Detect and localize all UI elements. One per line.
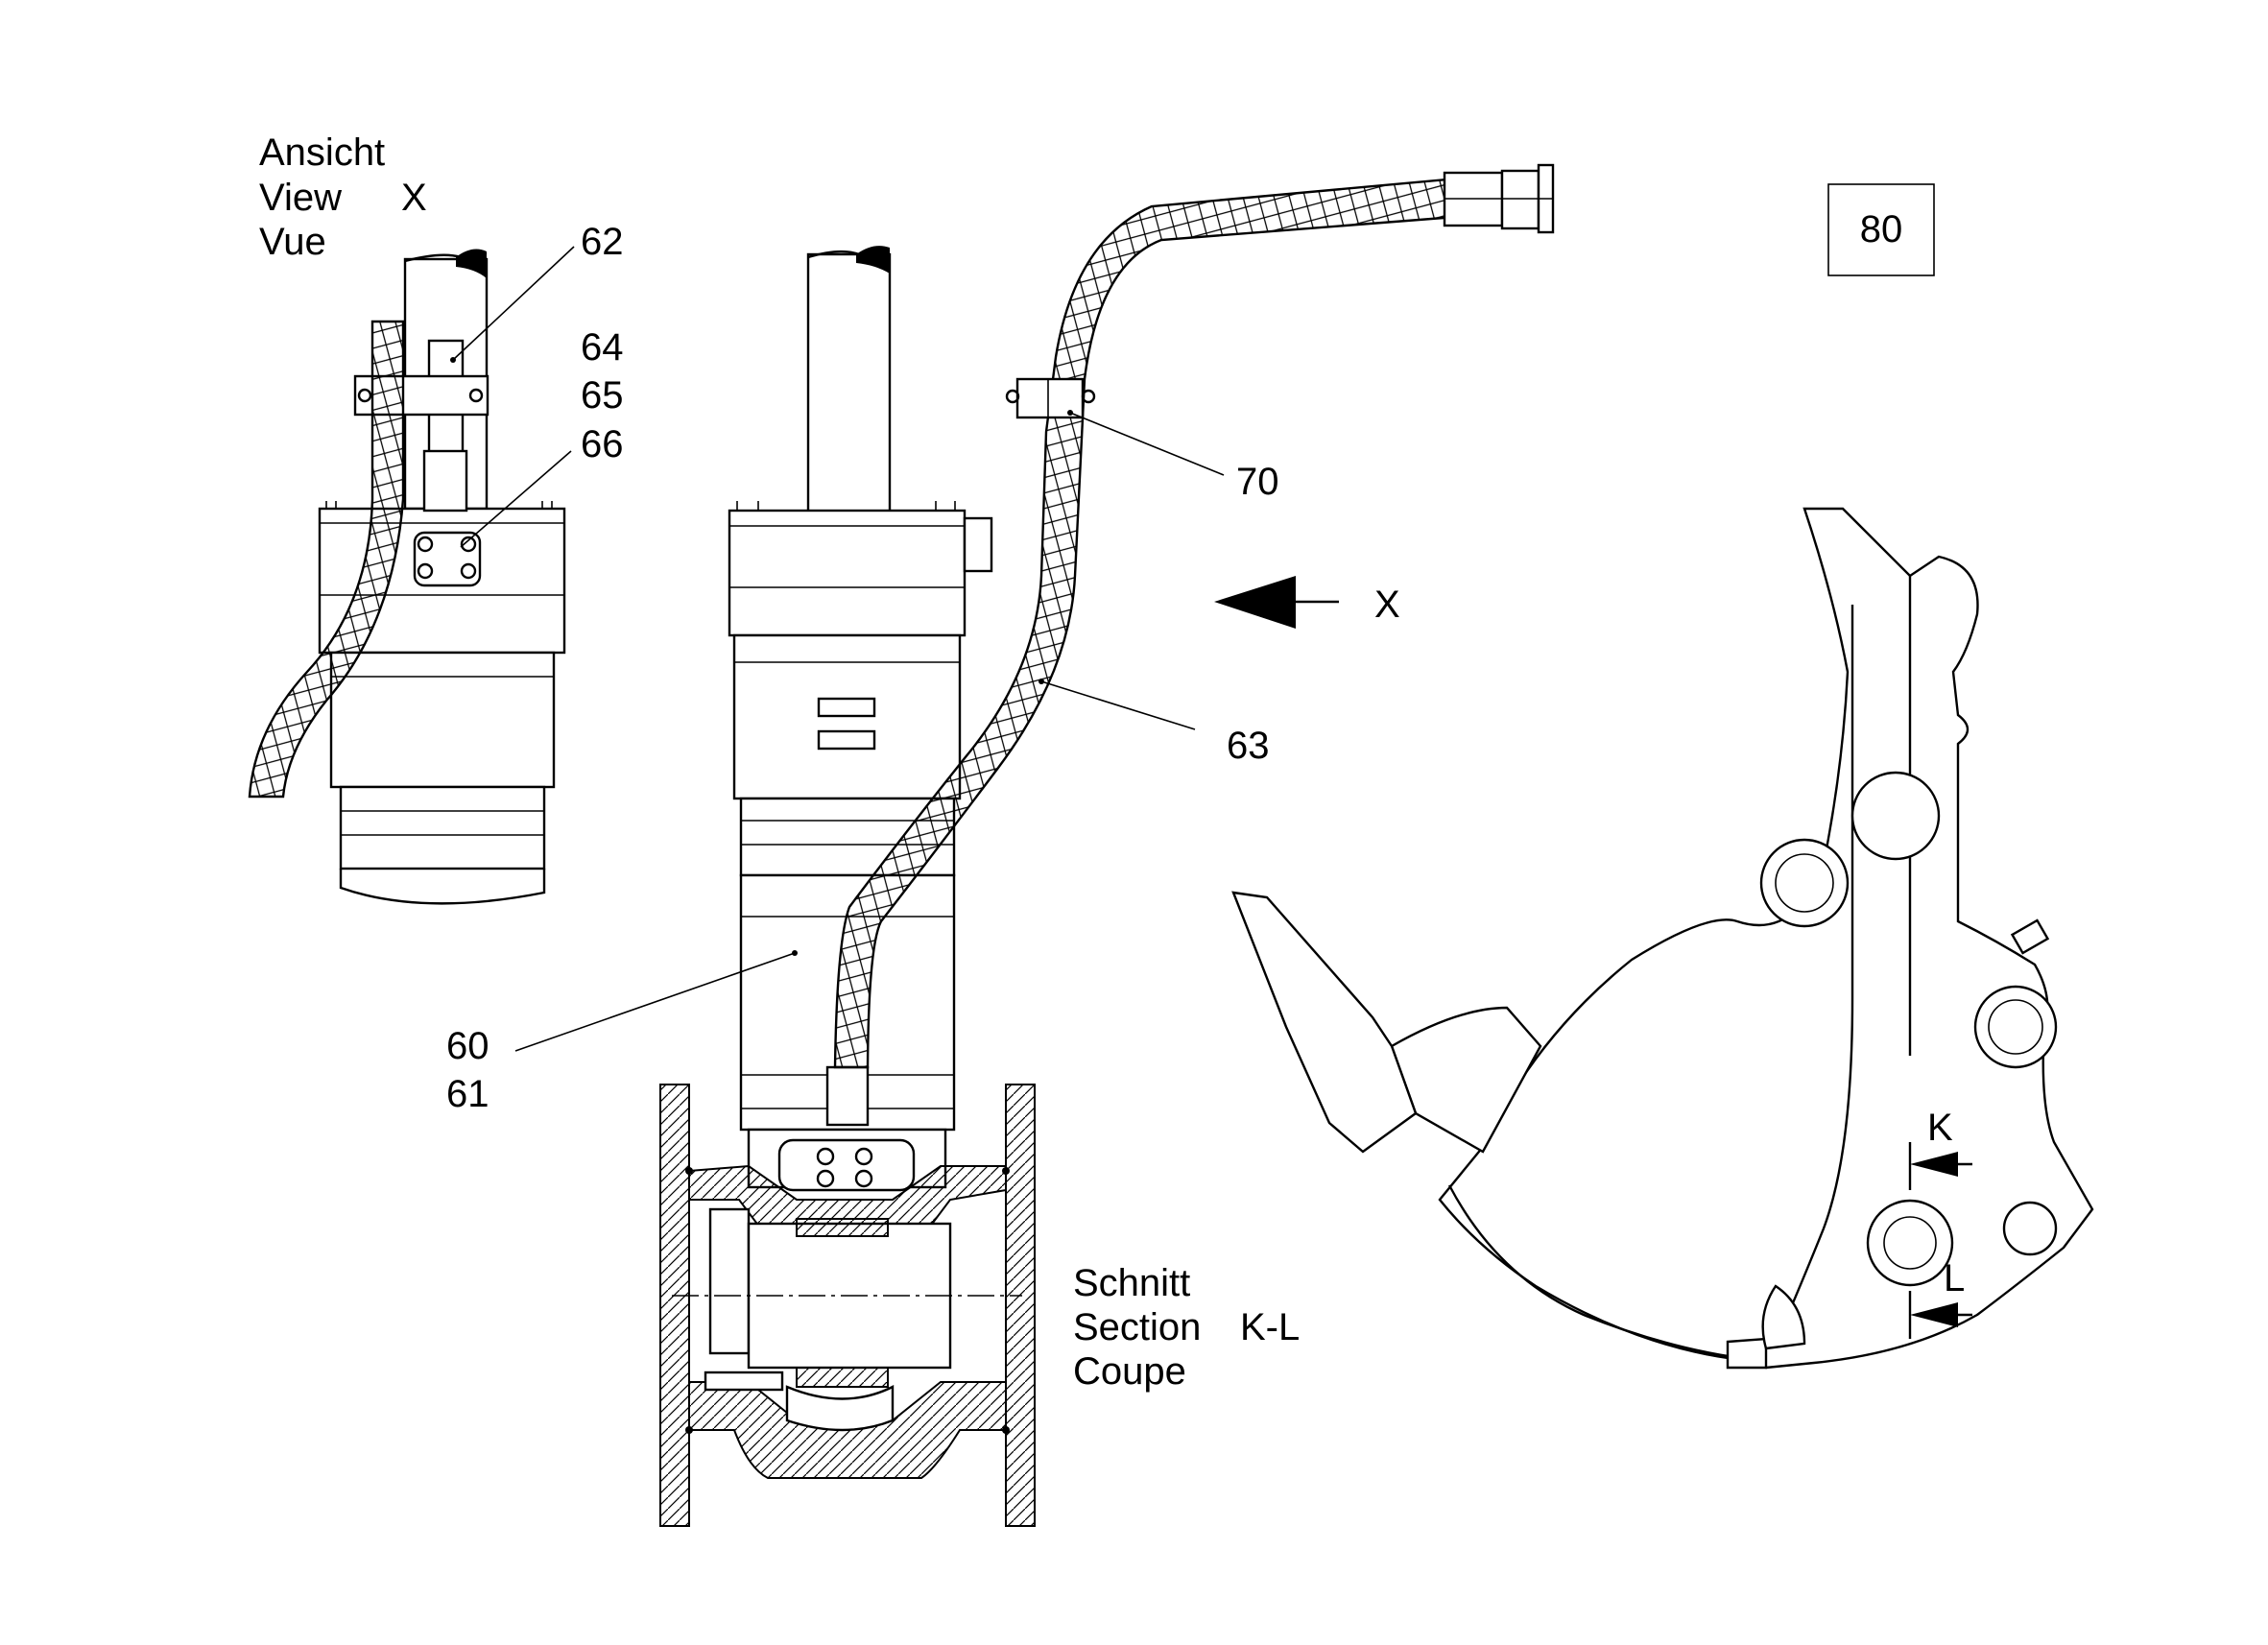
callout-64: 64 <box>581 326 624 369</box>
section-title-letters: K-L <box>1240 1306 1300 1348</box>
section-title-line1: Schnitt <box>1073 1262 1190 1304</box>
section-kl-title: Schnitt Section Coupe K-L <box>1073 1262 1300 1393</box>
page-number-label: 80 <box>1860 208 1903 250</box>
center-hammer-drawing <box>728 163 1555 1192</box>
view-x-drawing <box>248 249 566 905</box>
view-title-line3: Vue <box>259 221 326 263</box>
view-x-arrow <box>1214 576 1339 629</box>
callout-70: 70 <box>1236 461 1279 503</box>
section-k-arrow <box>1908 1142 1972 1190</box>
callout-labels: 62 64 65 66 70 63 60 61 <box>446 221 1279 1115</box>
section-k-label: K <box>1927 1107 1953 1149</box>
callout-63: 63 <box>1227 725 1270 767</box>
callout-66: 66 <box>581 423 624 465</box>
callout-60: 60 <box>446 1025 489 1067</box>
page-number-box <box>1827 183 1935 276</box>
view-title-line2: View <box>259 177 342 219</box>
leader-lines <box>450 246 1225 1052</box>
callout-61: 61 <box>446 1073 489 1115</box>
callout-62: 62 <box>581 221 624 263</box>
view-x-title: Ansicht View Vue X <box>259 131 427 263</box>
ripper-drawing <box>1231 507 2094 1370</box>
section-title-line3: Coupe <box>1073 1350 1186 1393</box>
section-l-arrow <box>1908 1291 1972 1339</box>
view-title-line1: Ansicht <box>259 131 385 174</box>
view-title-letter: X <box>401 177 427 219</box>
callout-65: 65 <box>581 374 624 417</box>
section-kl-drawing <box>659 1084 1036 1527</box>
view-x-arrow-label: X <box>1374 584 1400 626</box>
section-title-line2: Section <box>1073 1306 1201 1348</box>
section-l-label: L <box>1944 1257 1965 1299</box>
